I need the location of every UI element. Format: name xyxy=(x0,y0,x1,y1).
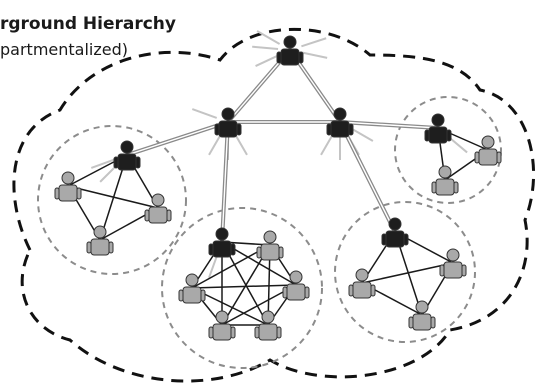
cell-4-boundary xyxy=(394,96,502,204)
organization-boundary xyxy=(12,27,536,383)
member-person-icon-cell1_m1 xyxy=(54,171,82,202)
hierarchy-link-mid_right-cell4_leader xyxy=(339,120,439,130)
cell1-link-cell1_m1-cell1_m2 xyxy=(67,185,159,209)
cell-boundaries xyxy=(37,96,502,369)
hierarchy-links xyxy=(126,48,439,243)
leader-person-icon-cell3_leader xyxy=(381,217,409,248)
ray-top-3 xyxy=(301,37,327,48)
member-person-icon-cell2_m2 xyxy=(178,273,206,304)
member-person-icon-cell3_m1 xyxy=(439,248,467,279)
leader-person-icon-top xyxy=(276,35,304,66)
leader-person-icon-cell1_leader xyxy=(113,140,141,171)
cell-2-boundary xyxy=(161,207,323,369)
member-person-icon-cell2_m1 xyxy=(256,230,284,261)
diagram-subtitle: partmentalized) xyxy=(0,40,128,59)
people xyxy=(54,35,502,341)
ray-top-1 xyxy=(252,45,279,50)
leader-person-icon-mid_right xyxy=(326,107,354,138)
member-person-icon-cell3_m3 xyxy=(408,300,436,331)
leader-person-icon-cell4_leader xyxy=(424,113,452,144)
member-person-icon-cell2_m3 xyxy=(282,270,310,301)
diagram-title: rground Hierarchy xyxy=(0,14,176,34)
ray-top-2 xyxy=(255,54,280,67)
member-person-icon-cell1_m2 xyxy=(144,193,172,224)
leader-person-icon-cell2_leader xyxy=(208,227,236,258)
hierarchy-link-mid_right-cell3_leader xyxy=(338,121,397,233)
member-person-icon-cell1_m3 xyxy=(86,225,114,256)
member-person-icon-cell4_m2 xyxy=(431,165,459,196)
hierarchy-link-mid_left-cell1_leader xyxy=(126,120,229,157)
cell-3-boundary xyxy=(334,201,476,343)
member-person-icon-cell2_m5 xyxy=(254,310,282,341)
cell3-link-cell3_m1-cell3_m2 xyxy=(361,262,454,284)
hierarchy-link-mid_left-cell2_leader xyxy=(220,121,230,243)
cell2-link-cell2_m2-cell2_m3 xyxy=(191,284,297,289)
member-person-icon-cell3_m2 xyxy=(348,268,376,299)
ray-top-4 xyxy=(301,51,328,59)
leader-person-icon-mid_left xyxy=(214,107,242,138)
ray-top-0 xyxy=(256,30,281,45)
cell-1-boundary xyxy=(37,125,187,275)
member-person-icon-cell2_m4 xyxy=(208,310,236,341)
ray-cell1_leader-0 xyxy=(90,158,117,169)
member-person-icon-cell4_m1 xyxy=(474,135,502,166)
ray-mid_left-0 xyxy=(191,108,218,119)
ray-mid_right-3 xyxy=(349,127,374,142)
